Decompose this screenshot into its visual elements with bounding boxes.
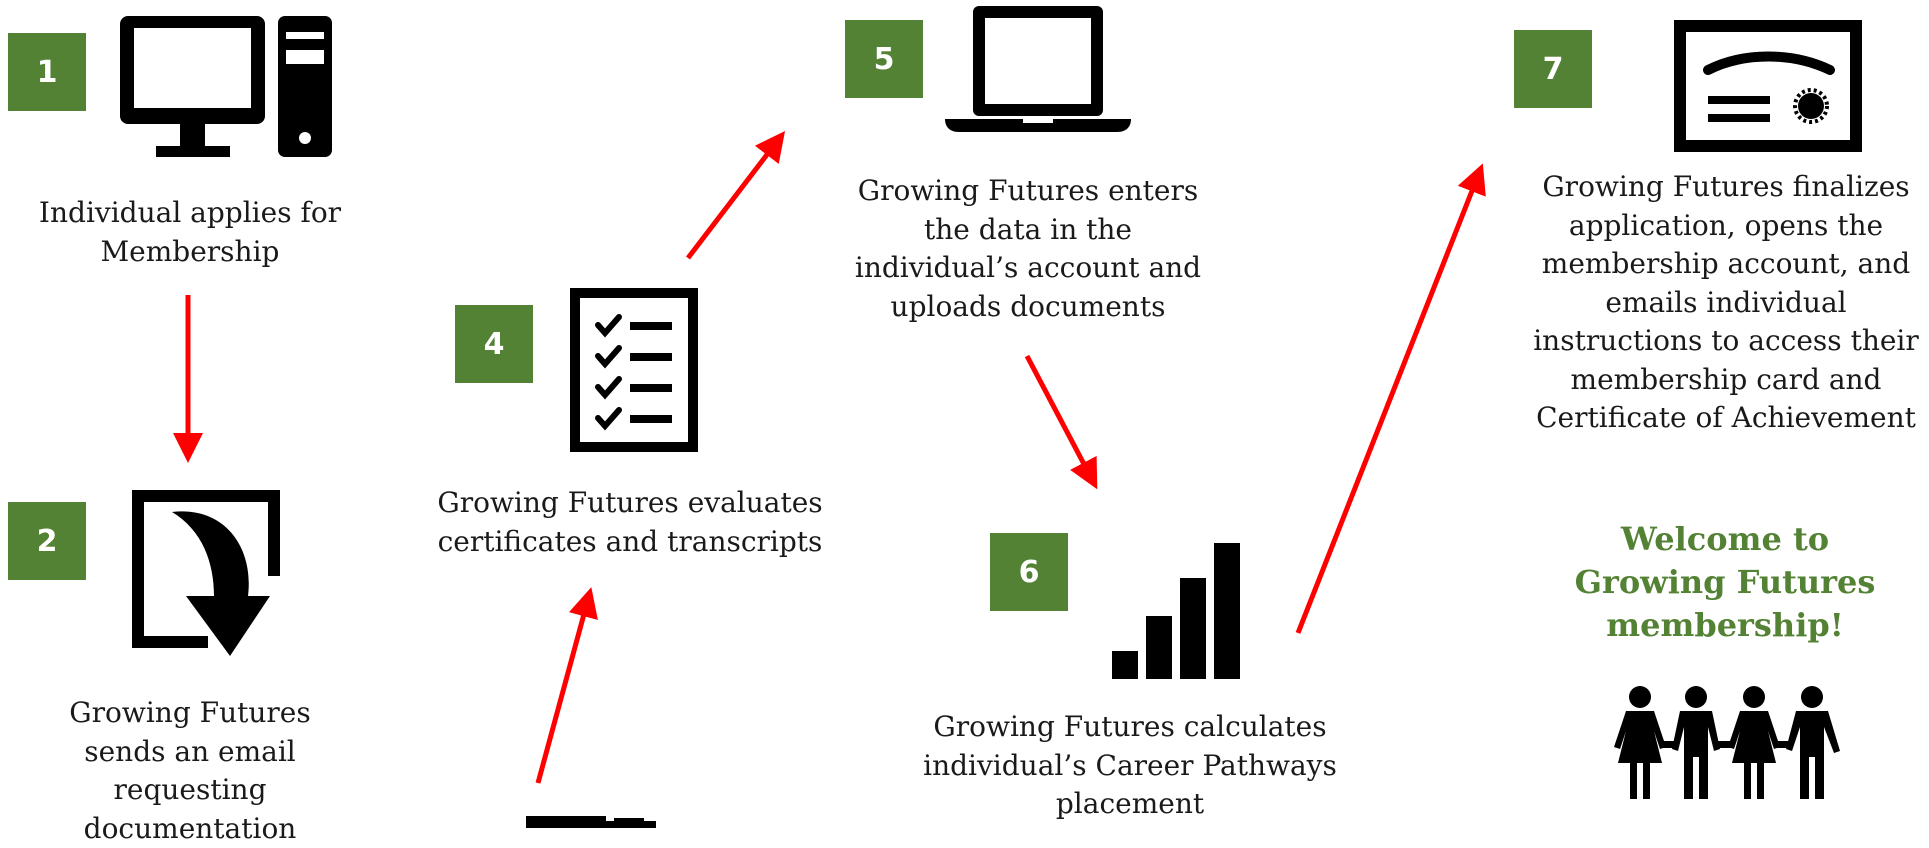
step-1-text: Individual applies for Membership <box>38 196 342 268</box>
desktop-computer-icon <box>120 16 332 157</box>
step-7-text: Growing Futures finalizes application, o… <box>1533 170 1919 434</box>
email-reply-arrow-icon <box>132 490 280 656</box>
bar-chart-icon <box>1112 543 1240 679</box>
welcome-message: Welcome to Growing Futures membership! <box>1574 520 1876 644</box>
flow-arrows <box>173 131 1486 784</box>
arrow-5-to-6 <box>1024 354 1098 490</box>
step-7-badge: 7 <box>1514 30 1592 108</box>
step-4-badge: 4 <box>455 305 533 383</box>
laptop-icon <box>945 6 1131 132</box>
arrow-6-to-7 <box>1295 163 1486 634</box>
step-2-text: Growing Futures sends an email requestin… <box>69 696 311 845</box>
certificate-icon <box>1674 20 1862 152</box>
step-6-text: Growing Futures calculates individual’s … <box>923 710 1337 820</box>
step-5-badge: 5 <box>845 20 923 98</box>
document-printer-icon <box>526 816 656 828</box>
step-2-badge: 2 <box>8 502 86 580</box>
step-4-text: Growing Futures evaluates certificates a… <box>437 486 823 558</box>
step-1-badge: 1 <box>8 33 86 111</box>
arrow-3-to-4 <box>535 587 598 784</box>
group-people-icon <box>1614 686 1840 799</box>
arrow-4-to-5 <box>686 131 786 260</box>
checklist-icon <box>570 288 698 452</box>
step-5-text: Growing Futures enters the data in the i… <box>854 174 1202 323</box>
step-6-badge: 6 <box>990 533 1068 611</box>
